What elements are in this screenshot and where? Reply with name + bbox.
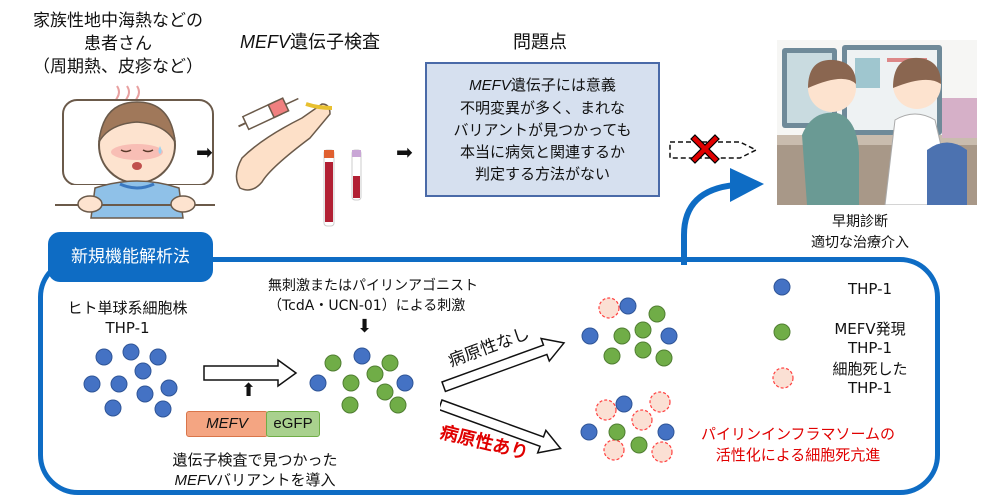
hollow-arrow-icon xyxy=(203,358,298,388)
introduce-text: バリアントを導入 xyxy=(216,471,336,489)
stimulation-text: （TcdA・UCN-01）による刺激 xyxy=(268,298,466,314)
problem-box: MEFV遺伝子には意義 不明変異が多く、まれな バリアントが見つかっても 本当に… xyxy=(425,62,660,197)
legend-mefv-label: MEFV発現 THP-1 xyxy=(810,320,930,358)
problem-line: MEFV遺伝子には意義 xyxy=(427,74,658,97)
result-note: パイリンインフラマソームの 活性化による細胞死亢進 xyxy=(688,424,908,466)
non-pathogenic-arrow-icon xyxy=(441,337,566,393)
cell-line-text: THP-1 xyxy=(105,319,150,337)
cell-line-text: ヒト単球系細胞株 xyxy=(67,299,188,317)
genetic-test-title: MEFV遺伝子検査 xyxy=(240,28,440,54)
cell-line-label: ヒト単球系細胞株 THP-1 xyxy=(55,298,200,338)
problem-text: 遺伝子には意義 xyxy=(510,76,616,94)
legend-thp1-label: THP-1 xyxy=(815,280,925,299)
outcome-arrows xyxy=(440,337,566,454)
introduce-text: 遺伝子検査で見つかった xyxy=(172,451,338,469)
arrow-right-icon: ➡ xyxy=(196,140,213,164)
sick-child-in-bed-icon xyxy=(55,85,215,220)
method-frame xyxy=(38,257,940,495)
result-note-line: パイリンインフラマソームの xyxy=(700,425,896,443)
arrow-up-icon: ⬆ xyxy=(241,380,257,401)
legend-text: MEFV発現 xyxy=(834,320,906,338)
diagnosis-line: 早期診断 xyxy=(832,214,888,230)
legend-text: THP-1 xyxy=(847,379,893,397)
patient-title-line: 患者さん xyxy=(84,34,152,54)
patient-title: 家族性地中海熱などの 患者さん （周期熱、皮疹など） xyxy=(8,10,228,79)
problem-line: 本当に病気と関連するか xyxy=(459,143,625,161)
method-tab-label: 新規機能解析法 xyxy=(48,232,213,282)
problem-line: 判定する方法がない xyxy=(474,165,610,183)
mefv-gene-box: MEFV xyxy=(186,411,268,437)
genetic-test-title-text: 遺伝子検査 xyxy=(290,32,381,53)
red-x-icon xyxy=(690,134,720,164)
egfp-tag-box: eGFP xyxy=(266,411,320,437)
curved-arrow-icon xyxy=(681,168,764,265)
stimulation-label: 無刺激またはパイリンアゴニスト （TcdA・UCN-01）による刺激 xyxy=(268,276,568,316)
problem-line: バリアントが見つかっても xyxy=(453,121,632,139)
legend-text: 細胞死した xyxy=(832,360,908,378)
legend-dead-label: 細胞死した THP-1 xyxy=(810,360,930,398)
blocked-arrow xyxy=(669,134,758,164)
diagnosis-line: 適切な治療介入 xyxy=(811,235,909,251)
patient-title-line: （周期熱、皮疹など） xyxy=(33,57,203,77)
result-note-line: 活性化による細胞死亢進 xyxy=(715,446,881,464)
dashed-arrow-icon xyxy=(669,141,758,159)
arrow-right-icon: ➡ xyxy=(396,140,413,164)
legend-text: THP-1 xyxy=(847,339,893,357)
doctor-consultation-icon xyxy=(777,40,977,205)
patient-title-line: 家族性地中海熱などの xyxy=(33,11,203,31)
problem-title: 問題点 xyxy=(513,32,567,53)
blood-draw-arm-and-tubes-icon xyxy=(235,97,362,227)
arrow-down-icon: ⬇ xyxy=(357,316,373,337)
gene-name: MEFV xyxy=(174,472,217,489)
legend-text: THP-1 xyxy=(847,280,893,298)
stimulation-text: 無刺激またはパイリンアゴニスト xyxy=(268,278,478,294)
pathogenic-arrow-icon xyxy=(440,399,562,454)
gene-name: MEFV xyxy=(469,77,511,94)
problem-line: 不明変異が多く、まれな xyxy=(459,99,625,117)
introduce-label: 遺伝子検査で見つかった MEFVバリアントを導入 xyxy=(140,450,370,491)
diagnosis-label: 早期診断 適切な治療介入 xyxy=(790,212,930,254)
gene-name: MEFV xyxy=(240,32,291,52)
